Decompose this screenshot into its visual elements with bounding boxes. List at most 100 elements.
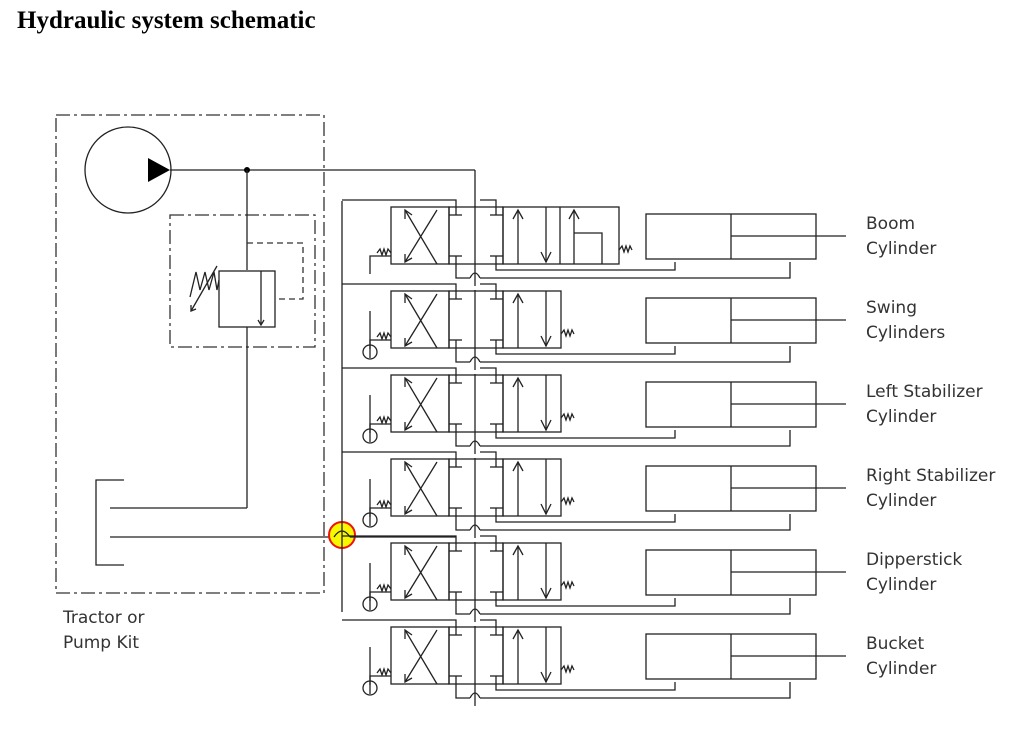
pilot-line — [369, 255, 391, 274]
pump-kit-label-line1: Tractor or — [62, 608, 145, 628]
float-line — [574, 232, 603, 264]
supply-branch — [480, 619, 497, 635]
line-jump — [469, 608, 481, 615]
line-jump — [469, 272, 481, 279]
arrow-head — [540, 587, 552, 600]
pump-kit-group: Tractor or Pump Kit — [55, 114, 475, 653]
tank-icon — [95, 479, 124, 566]
cylinder-port-line — [455, 256, 470, 279]
cylinder-label-line2: Cylinder — [866, 239, 936, 259]
cylinder-label-line1: Swing — [866, 298, 917, 318]
spring-icon — [376, 498, 392, 510]
cylinder-cap-line — [495, 508, 676, 523]
spring-icon — [376, 246, 392, 258]
adjust-arrow-head — [190, 305, 197, 312]
gauge-icon — [362, 512, 378, 528]
parallel-block — [502, 374, 562, 433]
pilot-line — [369, 675, 391, 694]
arrow-head — [404, 590, 413, 600]
cylinder-cap-line — [495, 256, 676, 271]
parallel-block — [502, 206, 620, 265]
parallel-block — [502, 626, 562, 685]
cylinder-port-line — [455, 340, 470, 363]
spring-icon — [560, 411, 575, 423]
arrow-head — [404, 208, 413, 219]
cylinder-port-line — [455, 508, 470, 531]
arrow-head — [512, 460, 524, 472]
supply-branch — [342, 451, 457, 467]
spring-icon — [376, 414, 392, 426]
spring-icon — [376, 666, 392, 678]
cross-line — [404, 545, 438, 599]
arrow-head — [568, 208, 580, 220]
line-jump — [469, 692, 481, 699]
arrow-head — [404, 628, 413, 639]
cylinder-cap-line — [495, 592, 676, 607]
parallel-block — [502, 458, 562, 517]
gauge-icon — [362, 344, 378, 360]
cylinder-rod-line — [480, 430, 791, 447]
adjust-arrow — [190, 265, 218, 312]
cross-line — [404, 293, 438, 347]
line-jump — [469, 356, 481, 363]
spring-icon — [560, 663, 575, 675]
cross-line — [404, 629, 438, 683]
cylinder-port-line — [455, 592, 470, 615]
cylinder-label-line2: Cylinders — [866, 323, 945, 343]
pump-kit-boundary — [55, 114, 325, 594]
parallel-block — [502, 290, 562, 349]
cylinder-label-line1: Bucket — [866, 634, 924, 654]
cylinder-rod-line — [480, 262, 791, 279]
pump-flow-arrow-icon — [148, 158, 170, 182]
arrow-head — [540, 251, 552, 264]
arrow-head — [404, 674, 413, 684]
cylinder-label-line1: Right Stabilizer — [866, 466, 995, 486]
supply-branch — [480, 451, 497, 467]
spring-icon — [560, 579, 575, 591]
manifold-group — [333, 170, 476, 612]
relief-arrow-head — [257, 319, 265, 327]
pilot-line — [369, 507, 391, 526]
arrow-head — [512, 208, 524, 220]
arrow-head — [404, 506, 413, 516]
arrow-head — [540, 671, 552, 684]
cylinder-label-line1: Dipperstick — [866, 550, 962, 570]
arrow-head — [404, 460, 413, 471]
supply-branch — [342, 199, 457, 215]
arrow-head — [404, 422, 413, 432]
spring-icon — [618, 243, 633, 255]
cylinder-cap-line — [495, 340, 676, 355]
supply-branch — [342, 619, 457, 635]
arrow-head — [404, 376, 413, 387]
pilot-line — [369, 423, 391, 442]
cylinder-cap-line — [495, 424, 676, 439]
parallel-block — [502, 542, 562, 601]
cylinder-cap-line — [495, 676, 676, 691]
arrow-head — [404, 338, 413, 348]
arrow-head — [404, 254, 413, 264]
pilot-line — [369, 591, 391, 610]
arrow-head — [540, 335, 552, 348]
arrow-head — [512, 628, 524, 640]
supply-branch — [480, 283, 497, 299]
arrow-head — [540, 503, 552, 516]
arrow-head — [512, 544, 524, 556]
spring-icon — [189, 271, 220, 298]
line-jump — [469, 524, 481, 531]
cylinder-label-line2: Cylinder — [866, 407, 936, 427]
line-jump — [469, 440, 481, 447]
cylinder-label-line1: Left Stabilizer — [866, 382, 983, 402]
cylinder-rod-line — [480, 682, 791, 699]
spring-icon — [560, 327, 575, 339]
gauge-icon — [362, 680, 378, 696]
supply-branch — [342, 283, 457, 299]
cylinder-label-line2: Cylinder — [866, 491, 936, 511]
arrow-head — [404, 292, 413, 303]
cylinder-rod-line — [480, 346, 791, 363]
